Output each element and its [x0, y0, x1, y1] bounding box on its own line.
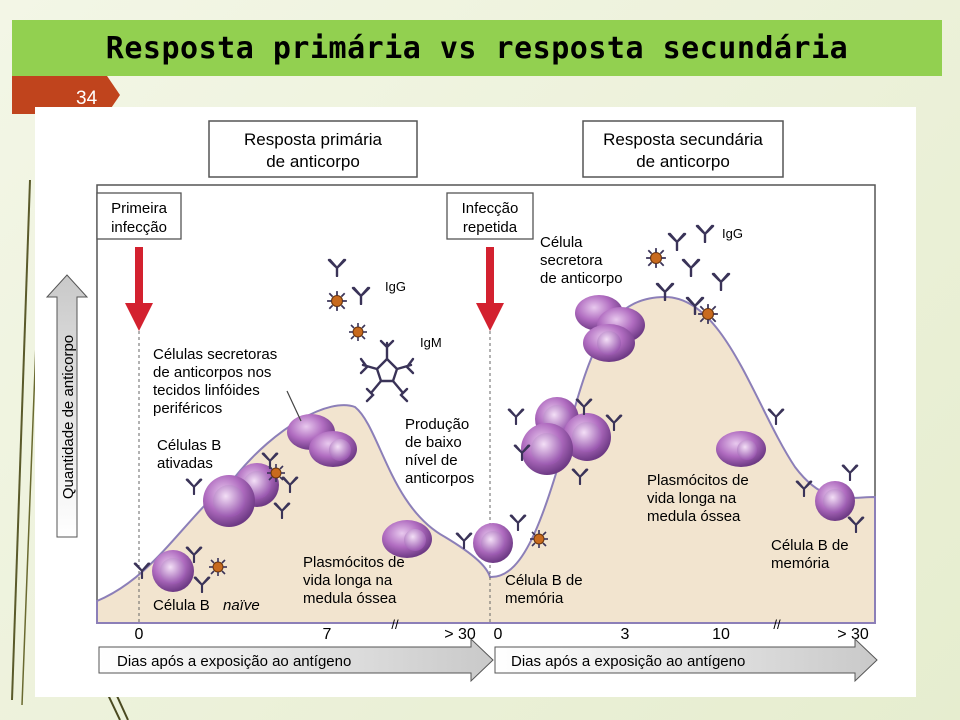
- activated-b-cells: [203, 463, 279, 527]
- antigen-icon: [697, 303, 719, 325]
- title-bar: Resposta primária vs resposta secundária: [12, 20, 942, 76]
- y-axis-arrow: [45, 274, 89, 538]
- label-plasmocitos-left-3: medula óssea: [303, 590, 397, 607]
- antigen-icon: [266, 463, 286, 483]
- memory-b-cell-left: [473, 523, 513, 563]
- tick-right-0: 0: [494, 626, 503, 643]
- primary-header-box: [208, 120, 418, 178]
- label-baixo-2: de baixo: [405, 434, 462, 451]
- label-celula-secretora-3: de anticorpo: [540, 270, 623, 287]
- label-secretoras-1: Células secretoras: [153, 346, 277, 363]
- antigen-icon: [348, 322, 368, 342]
- antibody-curve: [96, 295, 876, 624]
- igg-label-left: IgG: [385, 279, 406, 294]
- label-naive-prefix: Célula B: [153, 597, 210, 614]
- event-primary-box: [96, 192, 182, 240]
- axis-break-left: //: [391, 617, 399, 632]
- immune-response-diagram: Resposta primária de anticorpo Resposta …: [45, 120, 878, 683]
- memory-b-cell-right: [815, 481, 855, 521]
- plasma-cell-right: [716, 431, 766, 467]
- label-plasmocitos-right-2: vida longa na: [647, 490, 737, 507]
- igm-pentamer-icon: [359, 339, 415, 403]
- activated-b-cells-secondary: [521, 397, 611, 475]
- secretory-cells-secondary: [575, 295, 645, 362]
- leader-line: [286, 390, 302, 422]
- antigen-icon: [326, 290, 348, 312]
- label-plasmocitos-right-1: Plasmócitos de: [647, 472, 749, 489]
- event-secondary-line2: repetida: [463, 219, 518, 236]
- igm-label: IgM: [420, 335, 442, 350]
- secondary-header-line1: Resposta secundária: [603, 130, 763, 149]
- antigen-icon: [208, 557, 228, 577]
- primary-infection-arrow: [125, 247, 153, 331]
- label-ativadas-1: Células B: [157, 437, 221, 454]
- label-ativadas-2: ativadas: [157, 455, 213, 472]
- primary-header-line2: de anticorpo: [266, 152, 360, 171]
- label-baixo-4: anticorpos: [405, 470, 474, 487]
- naive-b-cell: [152, 550, 194, 592]
- label-memoria-right-2: memória: [771, 555, 830, 572]
- tick-left-30: > 30: [444, 626, 476, 643]
- label-memoria-left-2: memória: [505, 590, 564, 607]
- label-baixo-1: Produção: [405, 416, 469, 433]
- primary-header-line1: Resposta primária: [244, 130, 382, 149]
- x-axis-label-right: Dias após a exposição ao antígeno: [511, 653, 745, 670]
- label-plasmocitos-left-2: vida longa na: [303, 572, 393, 589]
- antigen-icon: [645, 247, 667, 269]
- label-celula-secretora-1: Célula: [540, 234, 583, 251]
- label-naive-italic: naïve: [223, 597, 260, 614]
- event-primary-line2: infecção: [111, 219, 167, 236]
- event-primary-line1: Primeira: [111, 200, 167, 217]
- tick-right-30: > 30: [837, 626, 869, 643]
- tick-left-0: 0: [135, 626, 144, 643]
- tick-right-10: 10: [712, 626, 730, 643]
- x-axis-arrow-right: [494, 637, 878, 683]
- label-plasmocitos-left-1: Plasmócitos de: [303, 554, 405, 571]
- repeat-infection-arrow: [476, 247, 504, 331]
- secondary-header-box: [582, 120, 784, 178]
- event-secondary-box: [446, 192, 534, 240]
- label-secretoras-3: tecidos linfóides: [153, 382, 260, 399]
- label-memoria-right-1: Célula B de: [771, 537, 849, 554]
- secondary-header-line2: de anticorpo: [636, 152, 730, 171]
- plasma-cell-left: [382, 520, 432, 558]
- tick-left-7: 7: [323, 626, 332, 643]
- label-celula-secretora-2: secretora: [540, 252, 603, 269]
- x-axis-label-left: Dias após a exposição ao antígeno: [117, 653, 351, 670]
- figure-image: Resposta primária de anticorpo Resposta …: [35, 107, 916, 697]
- slide-number: 34: [76, 88, 98, 109]
- label-plasmocitos-right-3: medula óssea: [647, 508, 741, 525]
- label-baixo-3: nível de: [405, 452, 458, 469]
- label-memoria-left-1: Célula B de: [505, 572, 583, 589]
- antigen-icon: [529, 529, 549, 549]
- event-secondary-line1: Infecção: [462, 200, 519, 217]
- x-axis-arrow-left: [98, 637, 494, 683]
- label-secretoras-2: de anticorpos nos: [153, 364, 271, 381]
- y-axis-label: Quantidade de anticorpo: [60, 335, 77, 499]
- slide-title: Resposta primária vs resposta secundária: [105, 30, 849, 66]
- axis-break-right: //: [773, 617, 781, 632]
- tick-right-3: 3: [621, 626, 630, 643]
- secretory-cells-primary: [287, 414, 357, 467]
- igg-label-right: IgG: [722, 226, 743, 241]
- label-secretoras-4: periféricos: [153, 400, 222, 417]
